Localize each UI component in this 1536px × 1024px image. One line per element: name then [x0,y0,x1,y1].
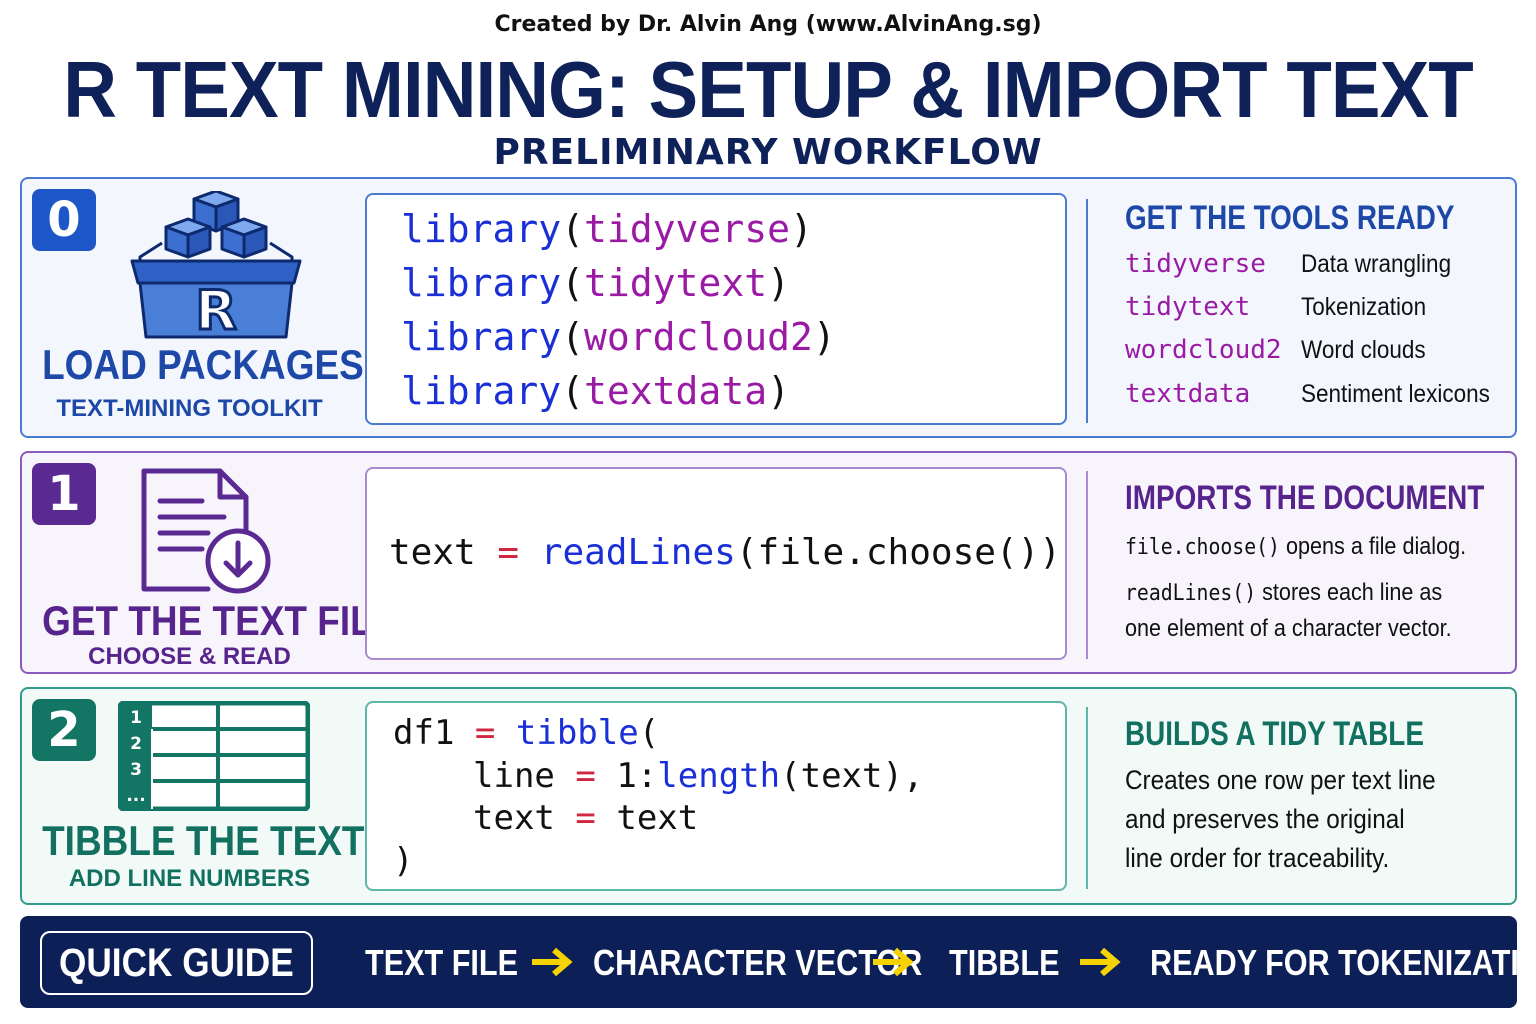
arrow-right-icon [873,947,914,977]
section-subtitle: CHOOSE & READ [88,643,291,670]
code-block: df1 = tibble( line = 1:length(text), tex… [365,701,1067,891]
guide-step: CHARACTER VECTOR [593,942,923,983]
code-block: text = readLines(file.choose()) [365,467,1067,660]
document-download-icon [141,468,271,594]
description-line: readLines() stores each line as [1125,579,1443,606]
svg-text:1: 1 [130,708,142,728]
code-block: library(tidyverse) library(tidytext) lib… [365,193,1067,425]
section-title: TIBBLE THE TEXT [42,817,365,864]
description-line: and preserves the original [1125,804,1405,834]
svg-text:3: 3 [130,760,142,780]
box-letter: R [195,279,237,341]
description-line: file.choose() opens a file dialog. [1125,533,1467,560]
code-line: text = readLines(file.choose()) [389,532,1061,573]
package-box-icon: R [130,191,302,341]
table-icon: 1 2 3 ... [118,701,310,811]
credit-line: Created by Dr. Alvin Ang (www.AlvinAng.s… [494,12,1042,37]
divider [1086,471,1088,659]
section-title: GET THE TEXT FILE [42,597,398,644]
code-line: library(textdata) [401,369,790,413]
description-line: Creates one row per text line [1125,765,1436,795]
section-get-text-file: 1 GET THE TEXT FILE CHOOSE & READ text =… [20,451,1517,674]
step-number-badge: 1 [32,463,96,525]
section-subtitle: TEXT-MINING TOOLKIT [56,395,323,422]
code-line: ) [393,841,414,881]
section-title: LOAD PACKAGES [42,341,364,388]
code-line: library(tidyverse) [401,207,813,251]
page-title: R TEXT MINING: SETUP & IMPORT TEXT [63,45,1474,134]
page-subtitle: PRELIMINARY WORKFLOW [493,132,1043,173]
description-line: line order for traceability. [1125,843,1390,873]
code-line: text = text [473,798,699,838]
description-line: one element of a character vector. [1125,615,1452,642]
divider [1086,707,1088,889]
arrow-right-icon [532,947,573,977]
code-line: library(wordcloud2) [401,315,836,359]
section-heading: BUILDS A TIDY TABLE [1125,715,1424,753]
step-number-badge: 2 [32,699,96,761]
quick-guide-bar: QUICK GUIDE TEXT FILE CHARACTER VECTOR T… [20,916,1536,1008]
svg-text:...: ... [126,786,145,806]
section-load-packages: 0 R LOAD PACKAGES TEXT-MINING TOOLKIT li… [20,177,1517,438]
guide-step: READY FOR TOKENIZATION [1150,942,1536,983]
section-heading: GET THE TOOLS READY [1125,199,1455,237]
code-line: library(tidytext) [401,261,790,305]
step-number-badge: 0 [32,189,96,251]
code-line: line = 1:length(text), [473,756,924,796]
guide-step: TEXT FILE [365,942,518,983]
guide-step: TIBBLE [949,942,1060,983]
arrow-right-icon [1080,947,1121,977]
divider [1086,199,1088,423]
section-tibble-text: 2 1 2 3 ... TIBBLE THE TEXT ADD LINE NUM… [20,687,1517,905]
section-subtitle: ADD LINE NUMBERS [68,865,311,892]
section-heading: IMPORTS THE DOCUMENT [1125,479,1485,517]
svg-text:2: 2 [130,734,142,754]
quick-guide-label: QUICK GUIDE [40,931,313,995]
code-line: df1 = tibble( [393,713,660,753]
